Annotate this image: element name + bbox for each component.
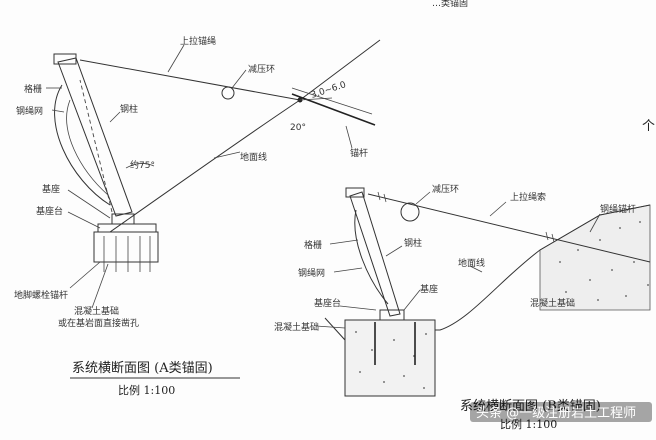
b-foundation: [344, 319, 436, 397]
b-label-base: 基座: [420, 283, 438, 295]
b-wire-mesh: [354, 209, 389, 305]
a-caption: 系统横断面图 (A类锚固): [72, 361, 213, 376]
b-label-wire-anchor: 钢绳锚杆: [600, 203, 636, 215]
diagram-a: 上拉锚绳 减压环 3.0~6.0 20° 锚杆 地面线 约75° 格栅 钢绳网 …: [14, 35, 381, 397]
b-upper-cable-line: [367, 193, 651, 263]
a-base-platform: [97, 223, 157, 233]
a-upper-cable-line: [79, 59, 301, 101]
b-slope-speckles: [559, 221, 649, 301]
b-scale: 比例 1:100: [500, 417, 557, 431]
b-post-cap: [345, 187, 365, 198]
b-foundation-speckles: [355, 331, 427, 389]
b-label-base-platform: 基座台: [314, 297, 341, 309]
b-label-wire-mesh: 钢绳网: [298, 267, 325, 279]
a-shock-ring: [221, 86, 235, 100]
a-label-span: 3.0~6.0: [310, 80, 348, 101]
a-wire-mesh-inner: [66, 99, 109, 196]
watermark-text: 头条 @一级注册岩土工程师: [476, 405, 636, 421]
a-label-foot-bolt: 地脚螺栓锚杆: [14, 289, 68, 301]
a-steel-post: [57, 57, 133, 217]
a-label-foundation-1: 混凝土基础: [74, 305, 119, 317]
b-label-foundation-right: 混凝土基础: [530, 297, 575, 309]
a-label-post: 钢柱: [120, 103, 138, 115]
diagram-b: 减压环 上拉绳索 钢绳锚杆 格栅 钢柱 钢绳网 地面线 基座 基座台 混凝土基础…: [274, 183, 651, 431]
a-label-angle-small: 20°: [290, 123, 306, 133]
b-label-upper-cable: 上拉绳索: [510, 191, 546, 203]
a-ground-line: [109, 39, 381, 233]
a-guide-dash: [79, 79, 113, 213]
b-label-mesh: 格栅: [304, 239, 322, 251]
b-steel-post: [349, 191, 401, 317]
b-label-post: 钢柱: [404, 237, 422, 249]
b-label-shock-ring: 减压环: [432, 183, 459, 195]
b-base: [379, 309, 405, 321]
b-foundation-bolts: [374, 322, 416, 365]
a-label-foundation-2: 或在基岩面直接凿孔: [58, 317, 139, 329]
a-angle-ref: [299, 97, 333, 101]
b-label-foundation-left: 混凝土基础: [274, 321, 319, 333]
corner-fragment: 个: [642, 119, 655, 134]
a-wire-mesh: [54, 84, 111, 206]
a-label-anchor-rod: 锚杆: [350, 147, 368, 159]
watermark-backdrop: [470, 402, 652, 422]
a-foundation: [93, 231, 159, 263]
watermark: 头条 @一级注册岩土工程师: [470, 402, 652, 422]
a-scale: 比例 1:100: [118, 383, 175, 397]
a-post-cap: [53, 53, 77, 65]
a-label-upper-cable: 上拉锚绳: [180, 35, 216, 47]
a-angle-arc: [125, 163, 155, 169]
a-label-ground-line: 地面线: [240, 151, 267, 163]
a-label-wire-mesh: 钢绳网: [16, 105, 43, 117]
a-leader-lines: [46, 44, 353, 309]
b-leader-lines: [315, 191, 601, 329]
b-shock-ring: [400, 202, 420, 222]
a-anchor-rod: [291, 93, 376, 126]
a-label-base: 基座: [42, 183, 60, 195]
a-label-shock-ring: 减压环: [248, 63, 275, 75]
b-label-ground-line: 地面线: [458, 257, 485, 269]
b-ground-line: [324, 204, 651, 341]
b-caption: 系统横断面图 (B类锚固): [460, 399, 601, 414]
a-label-mesh-top: 格栅: [24, 83, 42, 95]
a-label-angle-75: 约75°: [130, 159, 155, 171]
b-slope-rock: [539, 204, 651, 311]
b-cable-clips: [377, 191, 555, 243]
header-fragment: …类锚固: [432, 0, 468, 9]
a-label-base-platform: 基座台: [36, 205, 63, 217]
a-span-dimension: [291, 87, 373, 115]
a-foundation-bolts: [103, 236, 151, 272]
